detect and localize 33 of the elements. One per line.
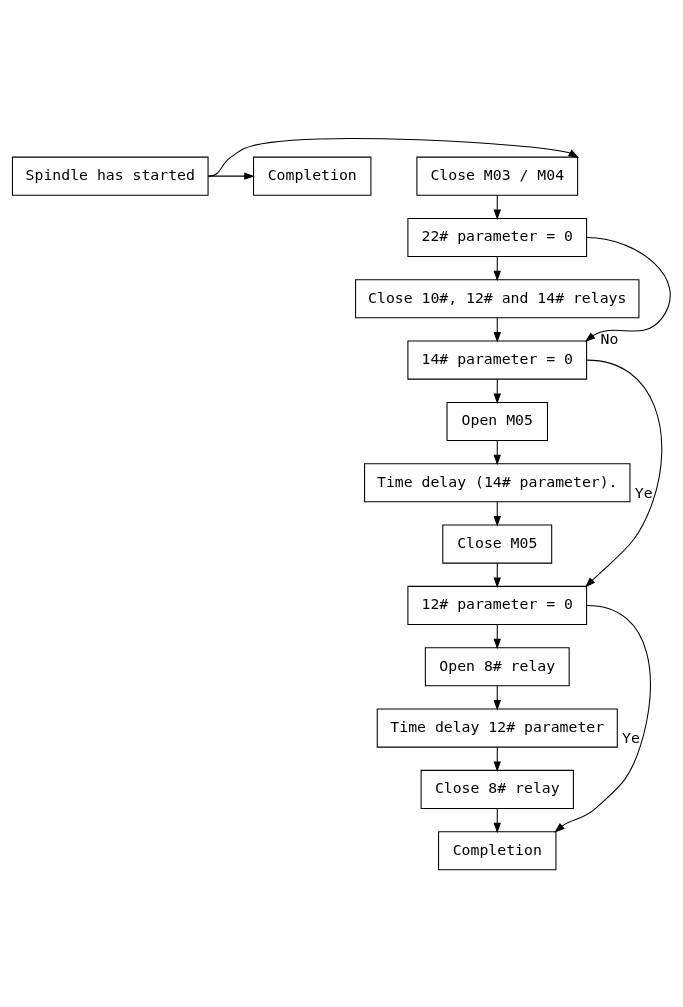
node-box: Open 8# relay <box>424 646 570 686</box>
node-box: Time delay 12# parameter <box>376 708 618 748</box>
node-box: 12# parameter = 0 <box>407 585 588 625</box>
edge-label: Ye <box>622 728 640 746</box>
node-box: Time delay (14# parameter). <box>364 462 631 502</box>
arrow <box>493 746 501 772</box>
arrow <box>554 604 651 833</box>
node-box: 22# parameter = 0 <box>407 217 588 257</box>
arrow <box>584 359 663 588</box>
edge-label: Ye <box>634 483 653 501</box>
arrow <box>207 171 255 180</box>
arrow <box>493 807 501 833</box>
node-box: Completion <box>253 156 372 196</box>
node-box: Close M03 / M04 <box>416 156 579 196</box>
node-box: Spindle has started <box>11 156 209 196</box>
node-box: Close 8# relay <box>420 769 574 809</box>
node-box: Close 10#, 12# and 14# relays <box>355 278 640 318</box>
arrow <box>584 236 671 342</box>
node-box: Close M05 <box>442 524 553 564</box>
arrow <box>208 137 580 177</box>
arrow <box>493 562 501 588</box>
node-box: Completion <box>438 830 557 870</box>
node-box: 14# parameter = 0 <box>407 340 588 380</box>
arrow <box>493 255 501 281</box>
arrow <box>493 623 501 649</box>
edge-label: No <box>600 329 619 347</box>
arrow <box>493 378 501 404</box>
arrow <box>493 194 501 220</box>
arrow <box>493 316 501 343</box>
arrow <box>493 684 501 711</box>
arrow <box>493 439 501 465</box>
arrow <box>493 500 501 527</box>
node-box: Open M05 <box>446 401 548 441</box>
